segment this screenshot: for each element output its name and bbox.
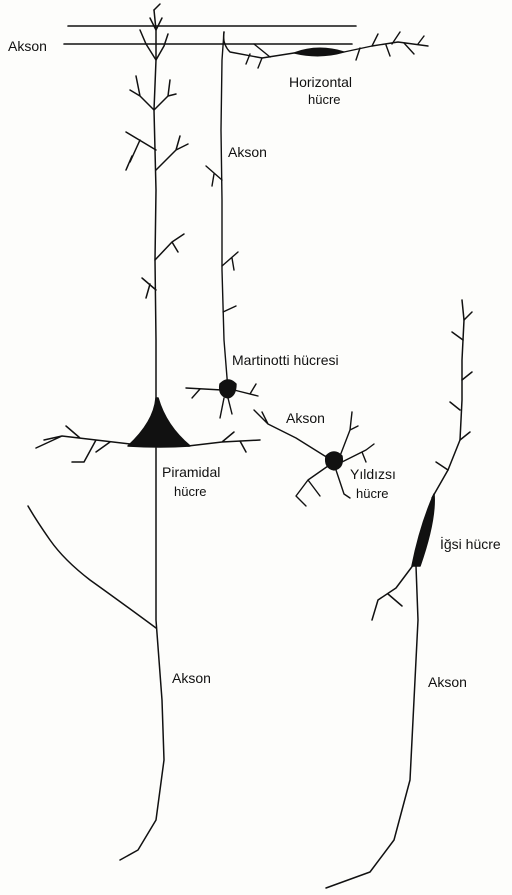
horizontal-cell <box>224 32 428 68</box>
label-pyramidal-cell: Piramidal <box>162 464 220 480</box>
label-akson-spindle: Akson <box>428 674 467 690</box>
pyramidal-cell <box>28 4 260 860</box>
label-horizontal-cell: Horizontal <box>289 74 352 90</box>
label-akson-martinotti: Akson <box>228 144 267 160</box>
surface-lines <box>64 26 356 44</box>
label-akson-top: Akson <box>8 38 47 54</box>
label-horizontal-cell-2: hücre <box>308 92 341 108</box>
label-pyramidal-cell-2: hücre <box>174 484 207 500</box>
label-spindle-cell: İğsi hücre <box>440 536 501 552</box>
label-akson-stellate: Akson <box>286 410 325 426</box>
label-stellate-cell: Yıldızsı <box>350 466 396 482</box>
label-martinotti-cell: Martinotti hücresi <box>232 352 339 368</box>
spindle-cell <box>326 300 472 888</box>
label-stellate-cell-2: hücre <box>356 486 389 502</box>
label-akson-pyramidal: Akson <box>172 670 211 686</box>
